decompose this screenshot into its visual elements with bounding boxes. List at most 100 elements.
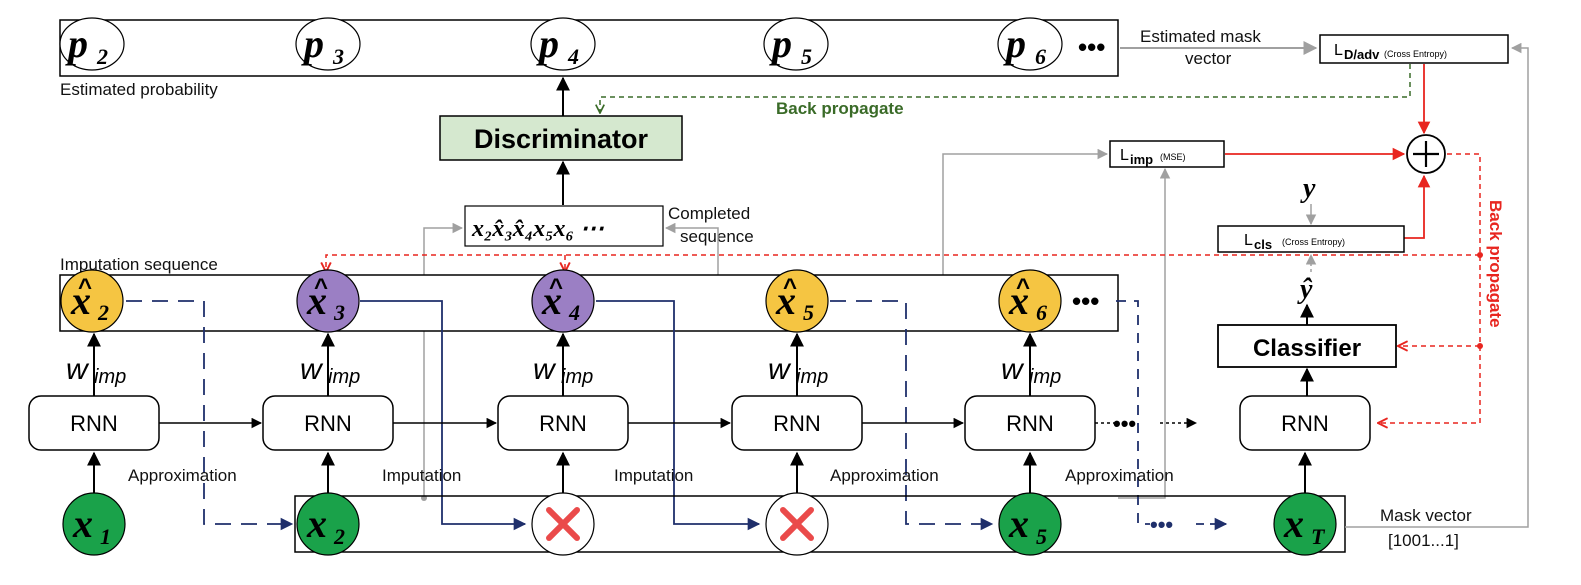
loss-imp-box: L imp (MSE) [1109, 140, 1225, 168]
svg-text:•••: ••• [1113, 411, 1136, 436]
svg-text:x₂x̂₃x̂₄x₅x₆ ⋯: x₂x̂₃x̂₄x₅x₆ ⋯ [471, 216, 605, 242]
input-sequence-box [294, 495, 1346, 553]
mask-vector-label-1: Mask vector [1380, 506, 1472, 525]
imputed-nodes: x ^ 2 x ^ 3 x ^ 4 x ^ 5 x ^ 6 ••• [60, 269, 1099, 333]
label-y: y [1300, 173, 1316, 204]
svg-text:(Cross Entropy): (Cross Entropy) [1384, 49, 1447, 59]
svg-text:(Cross Entropy): (Cross Entropy) [1282, 237, 1345, 247]
svg-text:^: ^ [549, 274, 563, 301]
rnn-block-3: RNN [497, 395, 629, 451]
svg-text:5: 5 [1036, 524, 1047, 549]
prob-node-p3: p 3 [295, 17, 361, 71]
rnn-block-5: RNN [964, 395, 1096, 451]
svg-text:imp: imp [561, 366, 593, 388]
sum-node [1406, 134, 1446, 174]
svg-text:^: ^ [783, 274, 797, 301]
input-node-xT: x T [1273, 492, 1337, 556]
imputation-sequence-label: Imputation sequence [60, 255, 218, 274]
imputed-to-completed-line [664, 222, 719, 275]
prob-node-p2: p 2 [59, 17, 125, 71]
observed-to-limp-line [1118, 167, 1171, 499]
svg-text:RNN: RNN [304, 411, 352, 436]
input-node-missing-4 [765, 492, 829, 556]
svg-text:x: x [1283, 501, 1304, 546]
label-y-hat: ŷ [1297, 274, 1313, 305]
svg-text:w: w [533, 353, 557, 386]
svg-text:RNN: RNN [539, 411, 587, 436]
svg-text:RNN: RNN [773, 411, 821, 436]
probability-nodes: p 2 p 3 p 4 p 5 p 6 ••• [59, 17, 1105, 71]
rnn-block-final: RNN [1239, 395, 1371, 451]
svg-text:L: L [1120, 147, 1129, 164]
loss-cls-box: L cls (Cross Entropy) [1217, 225, 1405, 253]
input-nodes: x 1 x 2 x 5 x T [62, 492, 1337, 556]
step-label-5: Approximation [1065, 466, 1174, 485]
mask-to-ladv-line [1345, 42, 1529, 528]
probability-ellipsis: ••• [1078, 32, 1105, 62]
svg-text:imp: imp [94, 366, 126, 388]
svg-text:RNN: RNN [70, 411, 118, 436]
estimated-mask-label-1: Estimated mask [1140, 27, 1261, 46]
svg-text:w: w [1001, 353, 1025, 386]
svg-text:cls: cls [1254, 237, 1272, 252]
estimated-mask-label-2: vector [1185, 49, 1232, 68]
svg-text:p: p [536, 21, 559, 66]
svg-text:Classifier: Classifier [1253, 335, 1361, 362]
imputed-to-limp-line [942, 148, 1109, 275]
imputed-node-x5: x ^ 5 [765, 269, 829, 333]
svg-text:^: ^ [1016, 274, 1030, 301]
prob-node-p5: p 5 [763, 17, 829, 71]
svg-text:imp: imp [796, 366, 828, 388]
svg-text:2: 2 [333, 524, 345, 549]
svg-text:x: x [1008, 278, 1029, 323]
rnn-blocks: RNN RNN RNN RNN RNN RNN [28, 395, 1371, 451]
rnn-to-imputed-arrows [87, 332, 1037, 396]
svg-text:x: x [1008, 501, 1029, 546]
step-label-3: Imputation [614, 466, 693, 485]
svg-text:6: 6 [1035, 44, 1046, 69]
rnn-block-2: RNN [262, 395, 394, 451]
svg-text:4: 4 [567, 44, 579, 69]
green-backprop-line [600, 64, 1411, 113]
svg-text:x: x [306, 278, 327, 323]
svg-text:5: 5 [801, 44, 812, 69]
svg-text:p: p [301, 21, 324, 66]
svg-text:6: 6 [1036, 300, 1047, 325]
red-backprop-to-imputation [326, 254, 1480, 272]
svg-text:p: p [1003, 21, 1026, 66]
red-backprop-main [1378, 153, 1481, 423]
step-label-4: Approximation [830, 466, 939, 485]
imputed-node-x4: x ^ 4 [531, 269, 595, 333]
svg-text:x: x [775, 278, 796, 323]
svg-text:imp: imp [328, 366, 360, 388]
svg-text:(MSE): (MSE) [1160, 152, 1186, 162]
svg-text:w: w [300, 353, 324, 386]
svg-text:imp: imp [1130, 152, 1153, 167]
svg-text:3: 3 [332, 44, 344, 69]
loss-adv-box: L D/adv (Cross Entropy) [1319, 34, 1509, 64]
svg-text:^: ^ [314, 274, 328, 301]
svg-text:RNN: RNN [1281, 411, 1329, 436]
imputed-node-x3: x ^ 3 [296, 269, 360, 333]
svg-text:3: 3 [333, 300, 345, 325]
svg-text:w: w [768, 353, 792, 386]
estimated-probability-label: Estimated probability [60, 80, 218, 99]
svg-text:L: L [1334, 42, 1343, 59]
prob-node-p6: p 6 [997, 17, 1063, 71]
completed-label-2: sequence [680, 227, 754, 246]
rnn-block-4: RNN [731, 395, 863, 451]
input-node-x1: x 1 [62, 492, 126, 556]
imputation-arrows: ••• [126, 300, 1228, 537]
svg-text:5: 5 [803, 300, 814, 325]
completed-sequence-box: x₂x̂₃x̂₄x₅x₆ ⋯ [464, 205, 664, 247]
input-node-x5: x 5 [998, 492, 1062, 556]
svg-text:x: x [306, 501, 327, 546]
svg-text:x: x [72, 501, 93, 546]
svg-text:D/adv: D/adv [1344, 47, 1380, 62]
